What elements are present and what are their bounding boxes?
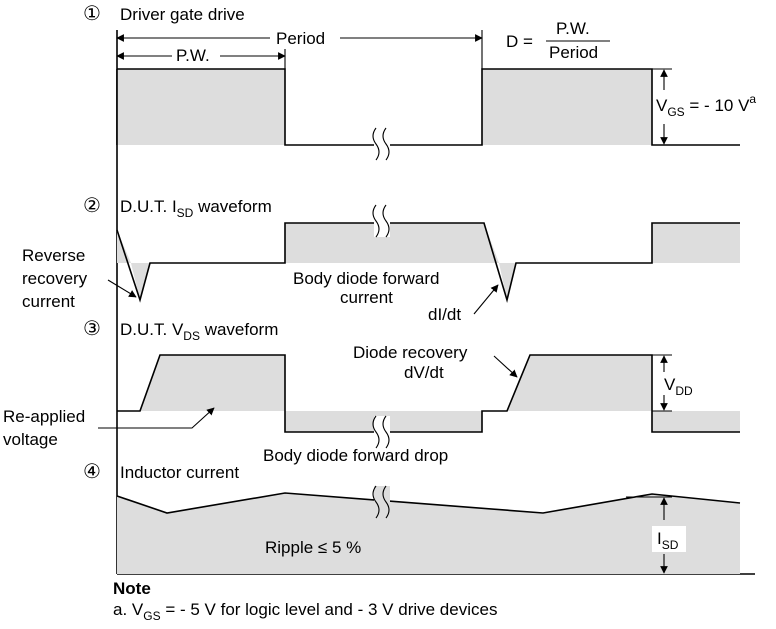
reapplied-pointer [98, 407, 215, 429]
isd-waveform [116, 222, 740, 304]
pw-label: P.W. [176, 46, 210, 65]
reverse-recovery-line-1: Reverse [22, 246, 85, 265]
body-diode-current-line-1: Body diode forward [293, 269, 439, 288]
section-2-number: ② [83, 195, 101, 217]
vgs-label: VGS = - 10 Va [656, 92, 756, 119]
section-4-title: Inductor current [120, 463, 239, 482]
vdd-label: VDD [664, 375, 693, 398]
reapplied-line-1: Re-applied [3, 407, 85, 426]
note-title: Note [113, 579, 151, 598]
section-4-number: ④ [83, 461, 101, 483]
section-1-title: Driver gate drive [120, 5, 245, 24]
reverse-recovery-line-2: recovery [22, 269, 88, 288]
footnote: Note a. VGS = - 5 V for logic level and … [113, 579, 497, 623]
section-3-number: ③ [83, 318, 101, 340]
inductor-break-symbol [372, 485, 390, 519]
note-text: a. VGS = - 5 V for logic level and - 3 V… [113, 600, 497, 623]
duty-denominator: Period [549, 43, 598, 62]
vds-break-symbol [372, 415, 390, 449]
section-1-number: ① [83, 3, 101, 25]
inductor-current-area [117, 493, 740, 574]
vds-section: ③ D.U.T. VDS waveform VDD Diode recovery… [3, 318, 740, 465]
diode-recovery-line-1: Diode recovery [353, 343, 468, 362]
section-2-title: D.U.T. ISD waveform [120, 197, 272, 220]
gate-drive-section: ① Driver gate drive Period P.W. D = P.W.… [83, 3, 756, 161]
gate-pulse-2-shade [482, 69, 652, 145]
duty-numerator: P.W. [556, 19, 590, 38]
diode-recovery-pointer [493, 355, 518, 378]
vds-waveform [117, 354, 740, 433]
duty-prefix: D = [506, 32, 533, 51]
reverse-recovery-line-3: current [22, 292, 75, 311]
didt-pointer [473, 284, 499, 315]
reverse-recovery-pointer [107, 279, 137, 298]
isd-break-symbol [372, 204, 390, 238]
period-label: Period [276, 29, 325, 48]
body-diode-drop-label: Body diode forward drop [263, 446, 448, 465]
isd-section: ② D.U.T. ISD waveform Reverse recovery c… [22, 195, 740, 324]
diode-recovery-line-2: dV/dt [404, 363, 444, 382]
isd-dimension-label: ISD [657, 529, 679, 552]
gate-drive-waveform [117, 68, 740, 146]
gate-pulse-1-shade [117, 69, 285, 145]
inductor-current-waveform [116, 492, 741, 514]
reapplied-line-2: voltage [3, 430, 58, 449]
body-diode-current-line-2: current [340, 288, 393, 307]
inductor-section: ④ Inductor current Ripple ≤ 5 % ISD [83, 461, 741, 574]
section-3-title: D.U.T. VDS waveform [120, 320, 278, 343]
didt-label: dI/dt [428, 305, 461, 324]
gate-break-symbol [372, 127, 390, 161]
ripple-label: Ripple ≤ 5 % [265, 538, 361, 557]
